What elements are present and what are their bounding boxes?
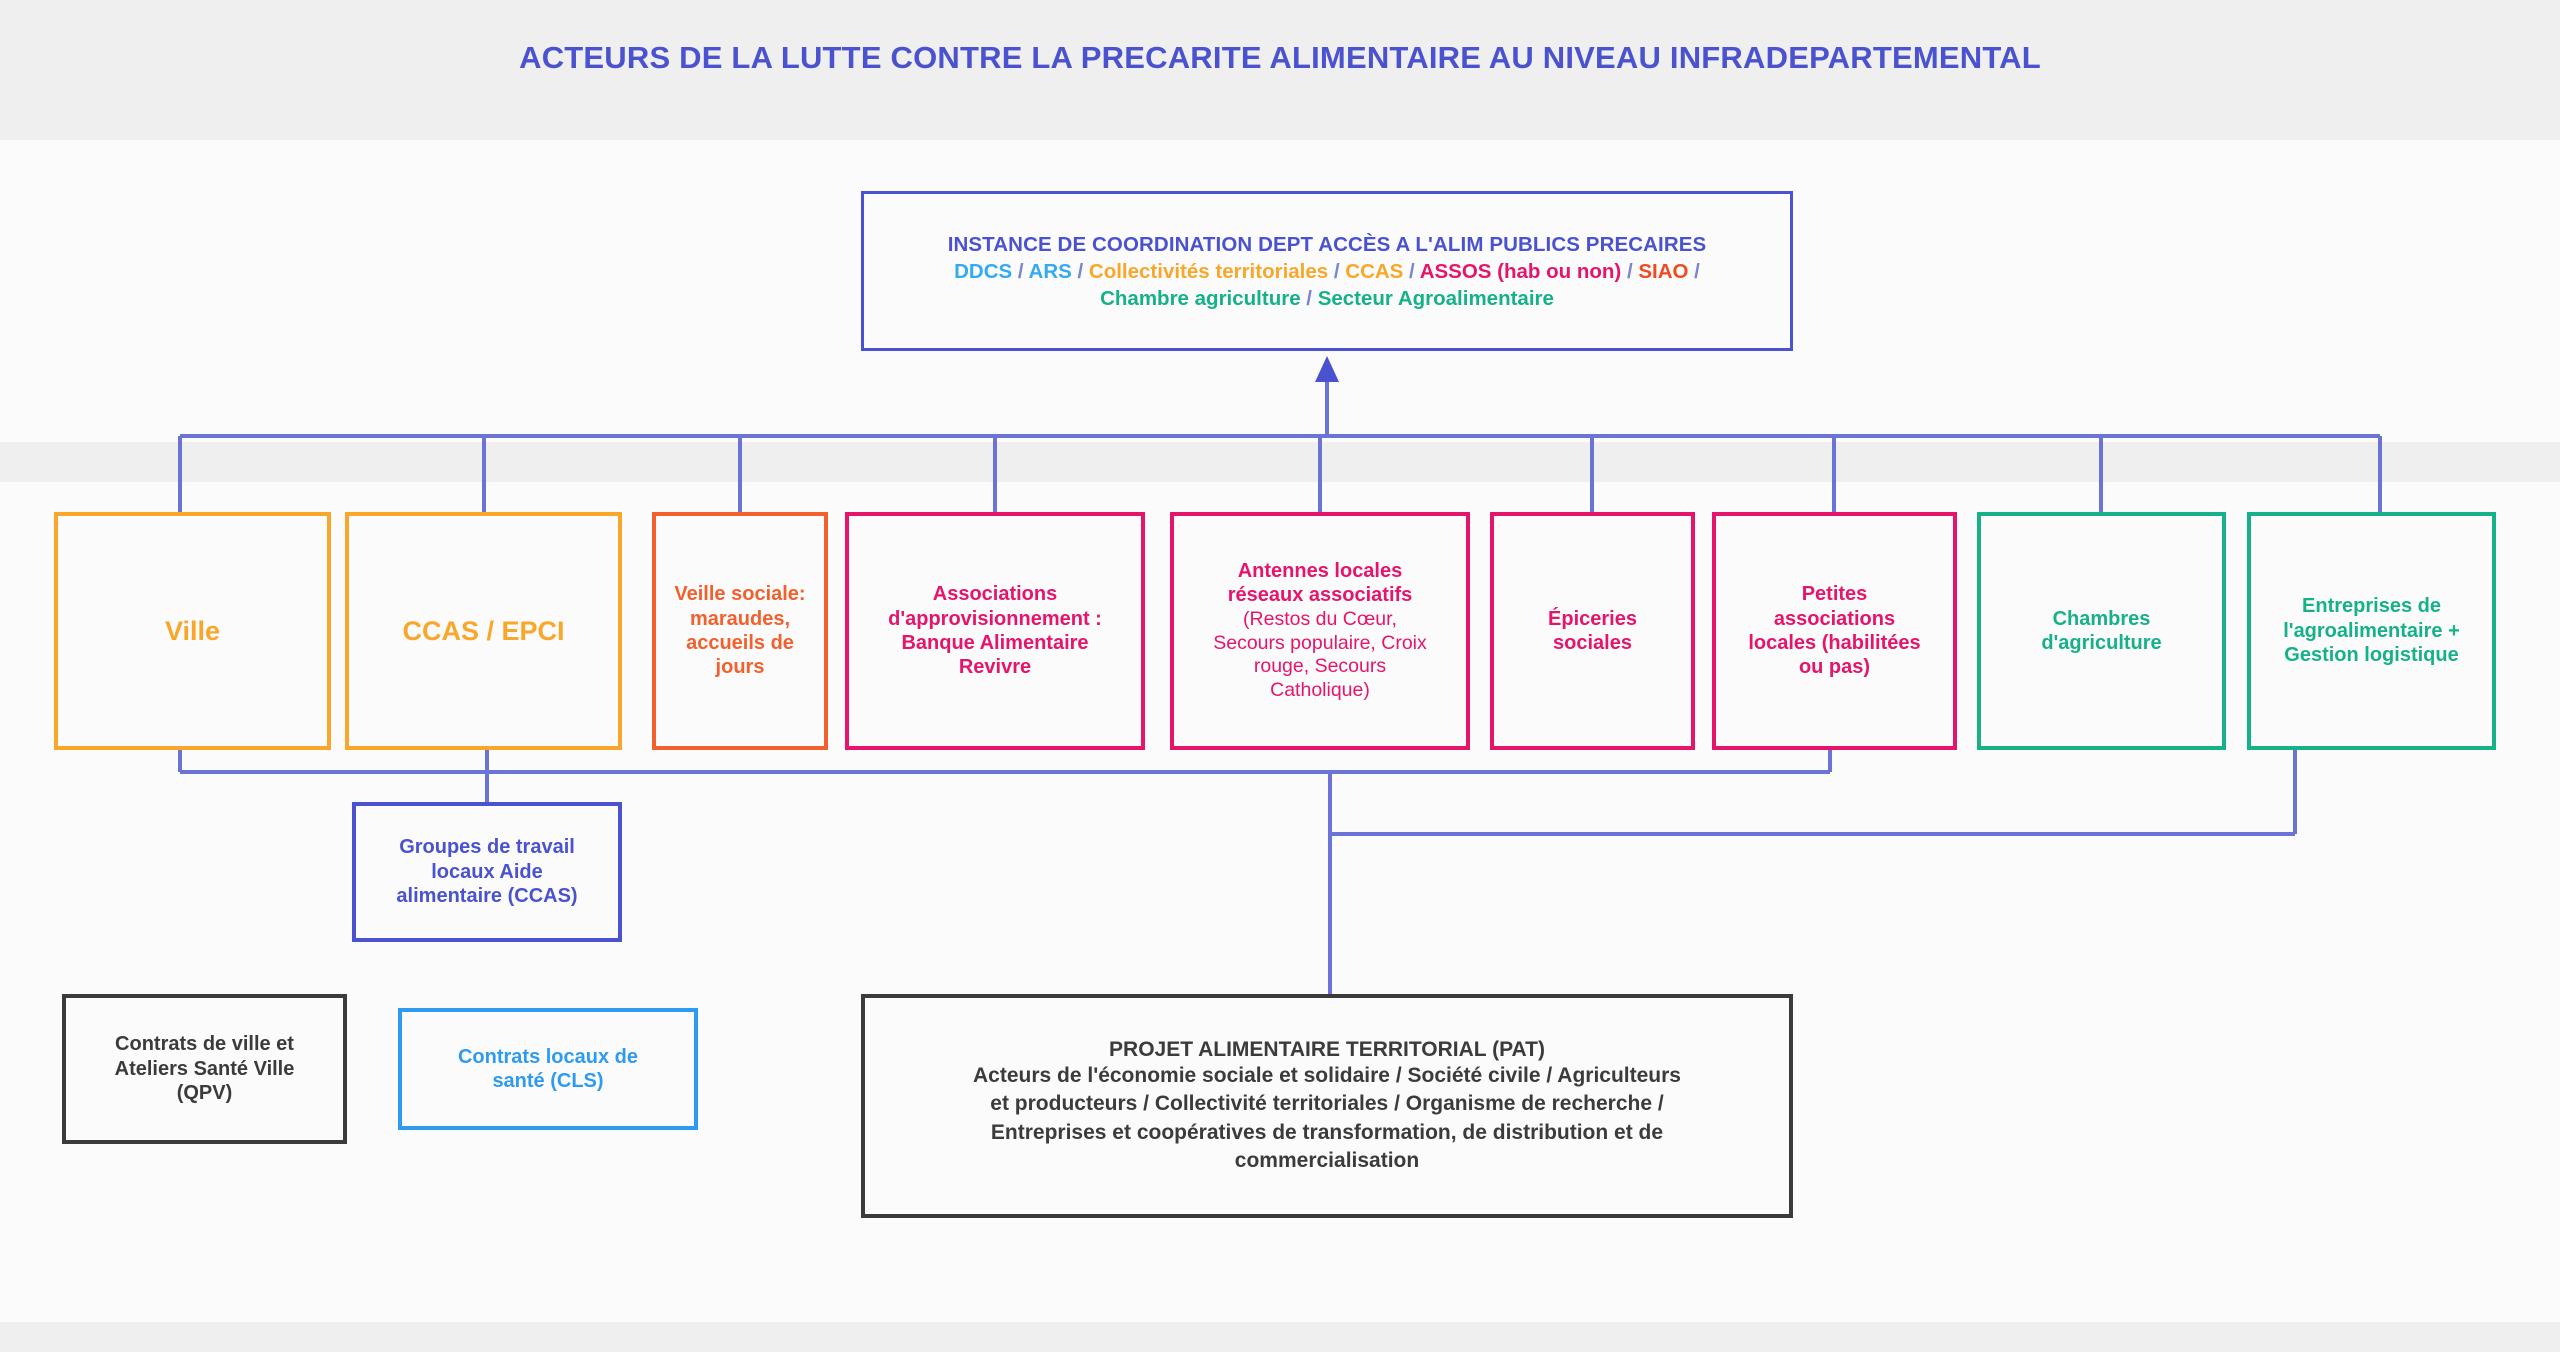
petites-line-3: locales (habilitées xyxy=(1748,632,1921,654)
node-chambres-agriculture[interactable]: Chambres d'agriculture xyxy=(1977,512,2226,750)
antennes-line-1: Antennes locales xyxy=(1237,560,1403,583)
entreprises-line-1: Entreprises de xyxy=(2302,595,2441,618)
pat-line-1: Acteurs de l'économie sociale et solidai… xyxy=(973,1064,1681,1088)
node-petites-associations[interactable]: Petites associations locales (habilitées… xyxy=(1712,512,1957,750)
qpv-line-2: Ateliers Santé Ville xyxy=(114,1057,295,1080)
veille-line-4: jours xyxy=(715,656,765,679)
node-associations-approvisionnement[interactable]: Associations d'approvisionnement : Banqu… xyxy=(845,512,1145,750)
antennes-detail-2: Secours populaire, Croix xyxy=(1213,631,1427,654)
member-siao: SIAO xyxy=(1638,259,1689,283)
node-groupes-de-travail[interactable]: Groupes de travail locaux Aide alimentai… xyxy=(352,802,622,942)
approv-line-2: d'approvisionnement : xyxy=(888,607,1102,630)
instance-heading: INSTANCE DE COORDINATION DEPT ACCÈS A L'… xyxy=(947,232,1707,256)
connector-arrowhead xyxy=(1315,356,1339,382)
epiceries-line-1: Épiceries xyxy=(1548,607,1637,630)
pat-heading: PROJET ALIMENTAIRE TERRITORIAL (PAT) xyxy=(1109,1037,1545,1061)
antennes-detail-3: rouge, Secours xyxy=(1253,655,1387,678)
ville-label: Ville xyxy=(164,615,221,646)
background-band-middle xyxy=(0,442,2560,482)
node-epiceries-sociales[interactable]: Épiceries sociales xyxy=(1490,512,1695,750)
background-band-bottom xyxy=(0,1322,2560,1352)
veille-line-2: maraudes, xyxy=(689,607,791,630)
entreprises-line-3: Gestion logistique xyxy=(2284,644,2459,667)
pat-line-2: et producteurs / Collectivité territoria… xyxy=(990,1092,1664,1116)
member-assos: ASSOS (hab ou non) xyxy=(1419,259,1622,283)
pat-line-4: commercialisation xyxy=(1234,1149,1420,1173)
node-antennes-locales[interactable]: Antennes locales réseaux associatifs (Re… xyxy=(1170,512,1470,750)
antennes-detail-1: (Restos du Cœur, xyxy=(1243,607,1397,630)
member-ars: ARS xyxy=(1028,259,1072,283)
pat-line-3: Entreprises et coopératives de transform… xyxy=(990,1120,1664,1144)
member-ddcs: DDCS xyxy=(954,259,1013,283)
member-collectivites: Collectivités territoriales xyxy=(1088,259,1329,283)
chambres-line-2: d'agriculture xyxy=(2041,632,2162,654)
node-entreprises-agroalimentaire[interactable]: Entreprises de l'agroalimentaire + Gesti… xyxy=(2247,512,2496,750)
cls-line-2: santé (CLS) xyxy=(492,1070,604,1092)
petites-line-4: ou pas) xyxy=(1798,656,1871,679)
background-band-top xyxy=(0,0,2560,140)
instance-members-line-2: Chambre agriculture / Secteur Agroalimen… xyxy=(1100,286,1554,310)
node-contrats-de-ville-qpv[interactable]: Contrats de ville et Ateliers Santé Vill… xyxy=(62,994,347,1144)
approv-line-3: Banque Alimentaire xyxy=(901,632,1089,654)
groupes-line-3: alimentaire (CCAS) xyxy=(396,885,578,908)
petites-line-2: associations xyxy=(1773,607,1896,630)
node-veille-sociale[interactable]: Veille sociale: maraudes, accueils de jo… xyxy=(652,512,828,750)
cls-line-1: Contrats locaux de xyxy=(457,1045,639,1068)
veille-line-3: accueils de xyxy=(686,632,794,654)
groupes-line-2: locaux Aide xyxy=(431,860,543,883)
petites-line-1: Petites xyxy=(1801,583,1868,606)
entreprises-line-2: l'agroalimentaire + xyxy=(2283,619,2460,642)
qpv-line-3: (QPV) xyxy=(176,1082,233,1105)
antennes-line-2: réseaux associatifs xyxy=(1227,584,1413,607)
page-title: ACTEURS DE LA LUTTE CONTRE LA PRECARITE … xyxy=(519,40,2041,75)
ccas-epci-label: CCAS / EPCI xyxy=(402,615,565,646)
veille-line-1: Veille sociale: xyxy=(674,583,806,606)
node-projet-alimentaire-territorial[interactable]: PROJET ALIMENTAIRE TERRITORIAL (PAT) Act… xyxy=(861,994,1793,1218)
qpv-line-1: Contrats de ville et xyxy=(115,1033,294,1056)
node-contrats-locaux-sante[interactable]: Contrats locaux de santé (CLS) xyxy=(398,1008,698,1130)
node-ville[interactable]: Ville xyxy=(54,512,331,750)
epiceries-line-2: sociales xyxy=(1553,632,1632,654)
approv-line-1: Associations xyxy=(932,583,1058,606)
chambres-line-1: Chambres xyxy=(2052,607,2151,630)
member-secteur-agroalimentaire: Secteur Agroalimentaire xyxy=(1317,286,1554,310)
node-ccas-epci[interactable]: CCAS / EPCI xyxy=(345,512,622,750)
node-instance-coordination[interactable]: INSTANCE DE COORDINATION DEPT ACCÈS A L'… xyxy=(861,191,1793,351)
instance-members-line-1: DDCS / ARS / Collectivités territoriales… xyxy=(954,259,1700,283)
approv-line-4: Revivre xyxy=(958,656,1032,679)
member-ccas: CCAS xyxy=(1345,259,1404,283)
member-chambre-agriculture: Chambre agriculture xyxy=(1100,286,1301,310)
antennes-detail-4: Catholique) xyxy=(1270,679,1370,702)
groupes-line-1: Groupes de travail xyxy=(399,836,575,859)
